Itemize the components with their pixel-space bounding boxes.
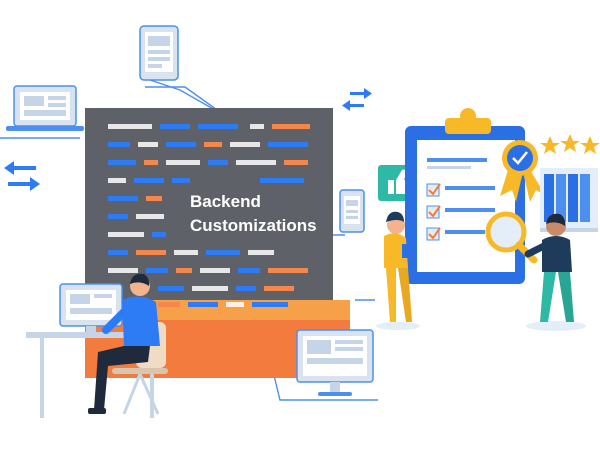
developer-desk xyxy=(26,283,166,418)
caption-line-2: Customizations xyxy=(190,216,317,235)
star-icon xyxy=(540,134,600,154)
arrows-icon xyxy=(4,161,40,191)
magnifier-icon xyxy=(485,211,538,264)
man-figure xyxy=(524,213,586,331)
shelf xyxy=(540,168,598,232)
arrows-icon-right xyxy=(342,88,372,111)
monitor-icon xyxy=(296,329,374,396)
checklist xyxy=(426,158,495,241)
clipboard xyxy=(405,108,525,284)
badge-check-icon xyxy=(500,140,546,202)
woman-figure xyxy=(376,211,420,330)
phone-icon xyxy=(339,189,365,233)
code-lines xyxy=(108,124,310,307)
tablet-icon xyxy=(139,25,179,81)
hero-caption: Backend Customizations xyxy=(190,190,340,238)
caption-line-1: Backend xyxy=(190,192,261,211)
laptop-icon xyxy=(6,85,84,131)
developer-figure xyxy=(88,273,168,415)
